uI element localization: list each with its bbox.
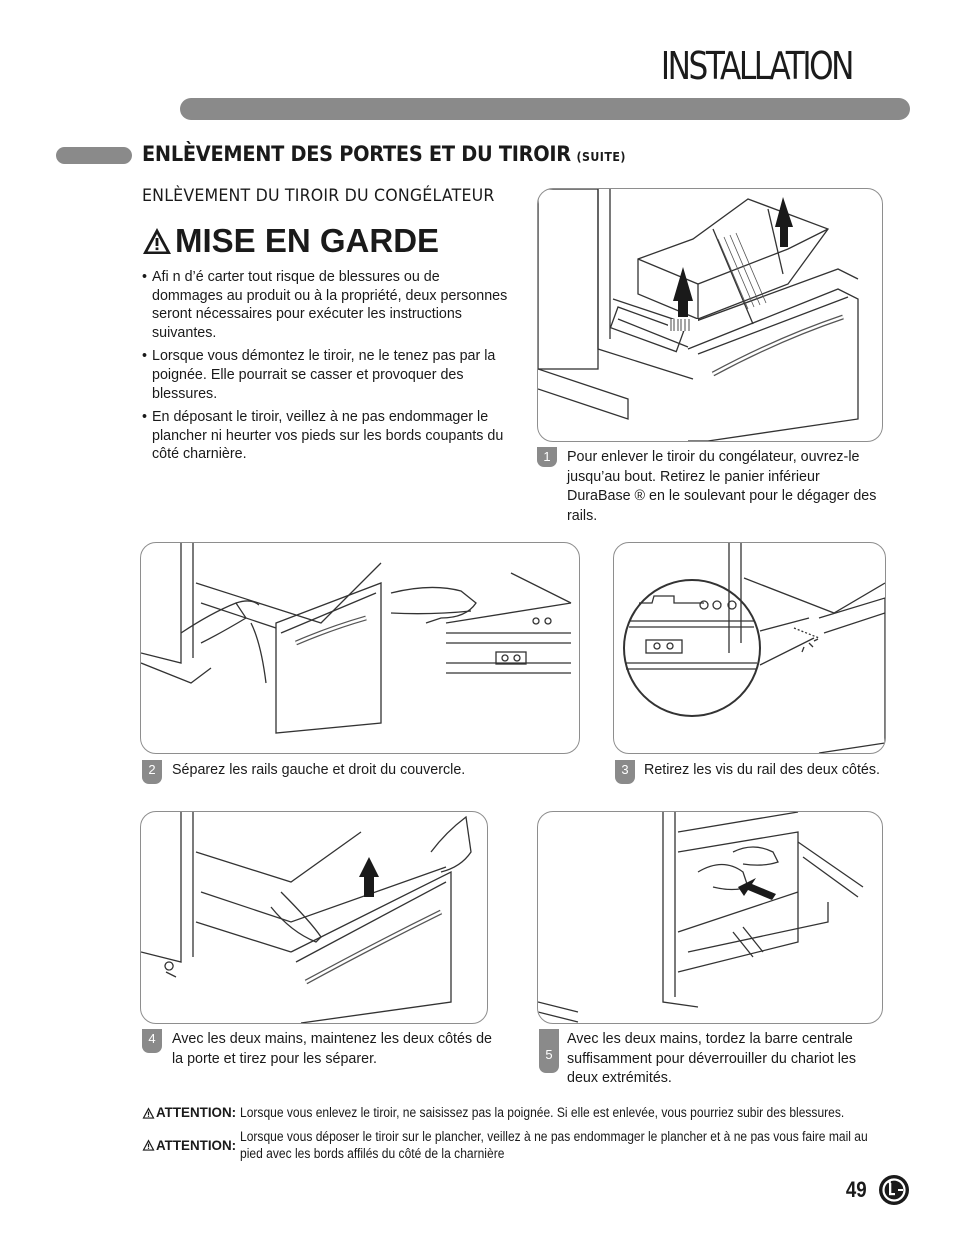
step-4-text: Avec les deux mains, maintenez les deux …: [172, 1031, 493, 1067]
step-5-number: 5: [539, 1029, 559, 1073]
attention-label: ATTENTION:: [142, 1104, 236, 1121]
bullet: •: [142, 269, 148, 285]
warning-item-text: En déposant le tiroir, veillez à ne pas …: [152, 409, 504, 463]
bullet: •: [142, 409, 148, 426]
step-2-text: Séparez les rails gauche et droit du cou…: [172, 762, 466, 778]
section-heading-text: ENLÈVEMENT DES PORTES ET DU TIROIR: [142, 142, 571, 166]
warning-triangle-icon: [142, 1106, 155, 1119]
step-4-illustration: [140, 811, 488, 1024]
attention-text: Lorsque vous déposer le tiroir sur le pl…: [240, 1129, 868, 1161]
warning-title-text: MISE EN GARDE: [175, 222, 440, 259]
subsection-heading: ENLÈVEMENT DU TIROIR DU CONGÉLATEUR: [142, 186, 495, 206]
step-4-number: 4: [142, 1029, 162, 1053]
step-1-illustration: [537, 188, 883, 442]
warning-item: •Afi n d’é carter tout risque de blessur…: [142, 268, 514, 342]
step-2-illustration: [140, 542, 580, 754]
warning-title: MISE EN GARDE: [142, 222, 439, 260]
step-1-text: Pour enlever le tiroir du congélateur, o…: [567, 449, 877, 524]
section-heading-suffix: (SUITE): [576, 150, 626, 164]
attention-text: Lorsque vous enlevez le tiroir, ne saisi…: [240, 1105, 845, 1120]
lg-logo: [878, 1174, 910, 1211]
attention-label-text: ATTENTION:: [156, 1105, 237, 1120]
step-3-illustration: [613, 542, 886, 754]
attention-note: ATTENTION: Lorsque vous déposer le tiroi…: [142, 1128, 954, 1162]
warning-item: •Lorsque vous démontez le tiroir, ne le …: [142, 347, 514, 403]
step-3-number: 3: [615, 760, 635, 784]
warning-item-text: Lorsque vous démontez le tiroir, ne le t…: [152, 348, 496, 402]
bullet: •: [142, 348, 148, 365]
warning-item-text: Afi n d’é carter tout risque de blessure…: [152, 269, 508, 341]
section-marker: [56, 147, 132, 164]
step-5-illustration: [537, 811, 883, 1024]
header-bar: [180, 98, 910, 120]
attention-label-text: ATTENTION:: [156, 1137, 237, 1153]
step-2-number: 2: [142, 760, 162, 784]
warning-item: •En déposant le tiroir, veillez à ne pas…: [142, 408, 514, 464]
page-number: 49: [845, 1177, 867, 1202]
attention-note: ATTENTION: Lorsque vous enlevez le tiroi…: [142, 1104, 954, 1121]
warning-triangle-icon: [143, 228, 171, 254]
step-1-number: 1: [537, 447, 557, 467]
warning-triangle-icon: [142, 1139, 155, 1151]
step-5-text: Avec les deux mains, tordez la barre cen…: [567, 1031, 856, 1086]
page-title: INSTALLATION: [660, 44, 855, 88]
attention-label: ATTENTION:: [142, 1128, 236, 1162]
warning-list: •Afi n d’é carter tout risque de blessur…: [142, 268, 514, 469]
section-heading: ENLÈVEMENT DES PORTES ET DU TIROIR (SUITE…: [142, 142, 626, 166]
step-3-text: Retirez les vis du rail des deux côtés.: [644, 762, 881, 778]
